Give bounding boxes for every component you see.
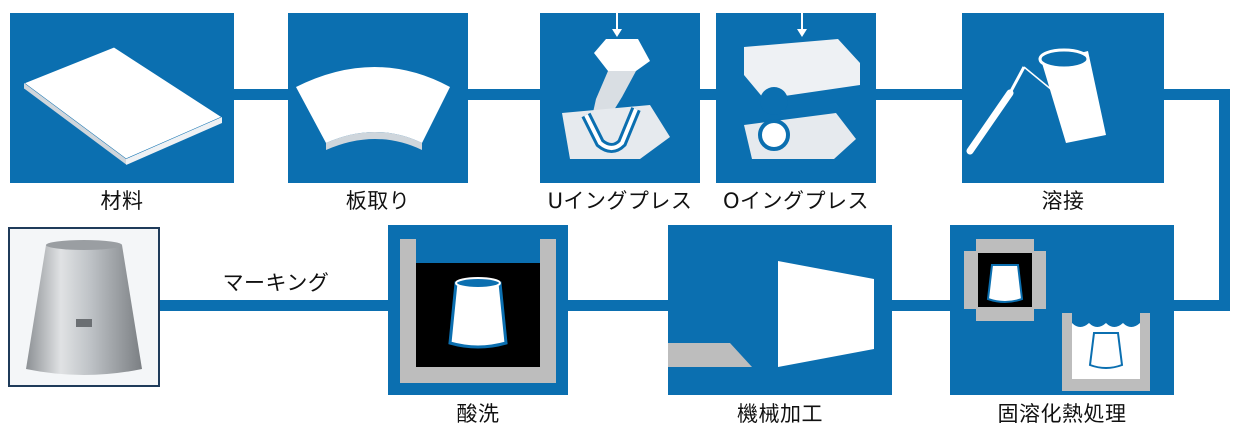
step-pickling (388, 225, 568, 395)
o-press-icon (744, 13, 860, 159)
label-machining: 機械加工 (737, 402, 823, 426)
step-o-press (716, 13, 876, 183)
label-o-press: Oイングプレス (722, 189, 870, 213)
u-press-icon (562, 13, 670, 159)
fan-blank-icon (296, 67, 450, 150)
step-cutting (288, 13, 468, 183)
label-u-press: Uイングプレス (547, 189, 693, 213)
step-material (10, 13, 234, 183)
pickling-tank-icon (400, 239, 556, 383)
flat-sheet-icon (22, 46, 224, 166)
label-marking: マーキング (222, 271, 330, 295)
furnace-quench-icon (964, 239, 1150, 391)
label-material: 材料 (100, 189, 144, 213)
machining-icon (668, 261, 874, 367)
reducer-photo-icon (26, 240, 142, 375)
finished-product-photo (8, 227, 160, 387)
step-heat-treatment (950, 225, 1174, 395)
step-welding (962, 13, 1164, 183)
welding-torch-icon (966, 48, 1106, 155)
label-welding: 溶接 (1041, 189, 1085, 213)
label-cutting: 板取り (345, 189, 411, 213)
label-heat-treatment: 固溶化熱処理 (997, 402, 1127, 426)
step-u-press (540, 13, 700, 183)
label-pickling: 酸洗 (456, 402, 500, 426)
connector-right-vertical (1219, 89, 1230, 311)
step-machining (668, 225, 892, 395)
